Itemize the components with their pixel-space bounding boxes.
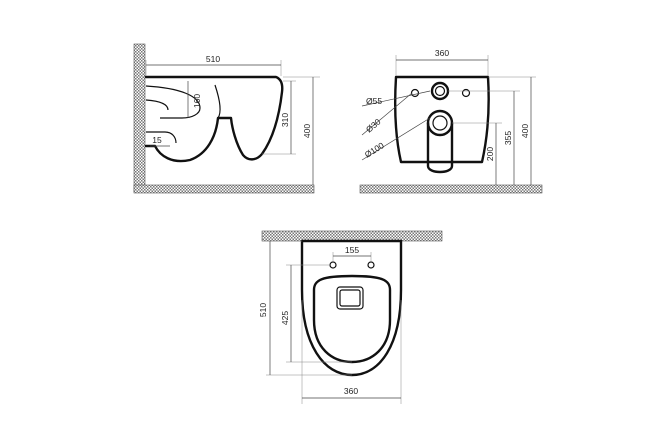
seat-length-label: 425 [280, 311, 290, 325]
bolt-hole-left [410, 88, 420, 98]
inlet-hole [430, 81, 450, 101]
side-inner-height-label: 310 [280, 113, 290, 127]
side-toilet-body [144, 75, 284, 163]
side-view: 510 160 15 310 400 [133, 43, 320, 194]
front-floor-hatch [359, 184, 543, 194]
seat-hinge [336, 286, 364, 310]
top-wall-hatch [261, 230, 443, 242]
front-pipe-height-label: 355 [503, 131, 513, 145]
top-width-label: 360 [344, 386, 358, 396]
side-width-label: 510 [206, 54, 220, 64]
hole-100-label: Ø100 [363, 140, 386, 160]
wall-hatch [133, 43, 146, 193]
top-toilet-body [300, 239, 403, 377]
top-bolt-hole-left [329, 261, 337, 269]
top-bolt-hole-right [367, 261, 375, 269]
front-width-label: 360 [435, 48, 449, 58]
bolt-hole-right [461, 88, 471, 98]
floor-hatch [133, 184, 315, 194]
hole-30-label: Ø30 [364, 116, 383, 134]
side-bowl-height-label: 160 [192, 94, 202, 108]
top-total-length-label: 510 [258, 303, 268, 317]
top-view: 155 510 425 360 [258, 230, 443, 404]
front-outlet-height-label: 200 [485, 147, 495, 161]
hole-55-label: Ø55 [366, 96, 382, 106]
outlet-hole [426, 109, 454, 137]
front-total-height-label: 400 [520, 124, 530, 138]
front-toilet-body [394, 75, 490, 174]
front-view: 360 Ø55 Ø30 Ø100 200 355 400 [359, 48, 543, 194]
side-total-height-label: 400 [302, 124, 312, 138]
toilet-seat [312, 274, 392, 364]
side-outlet-label: 15 [152, 135, 162, 145]
bolt-spacing-label: 155 [345, 245, 359, 255]
